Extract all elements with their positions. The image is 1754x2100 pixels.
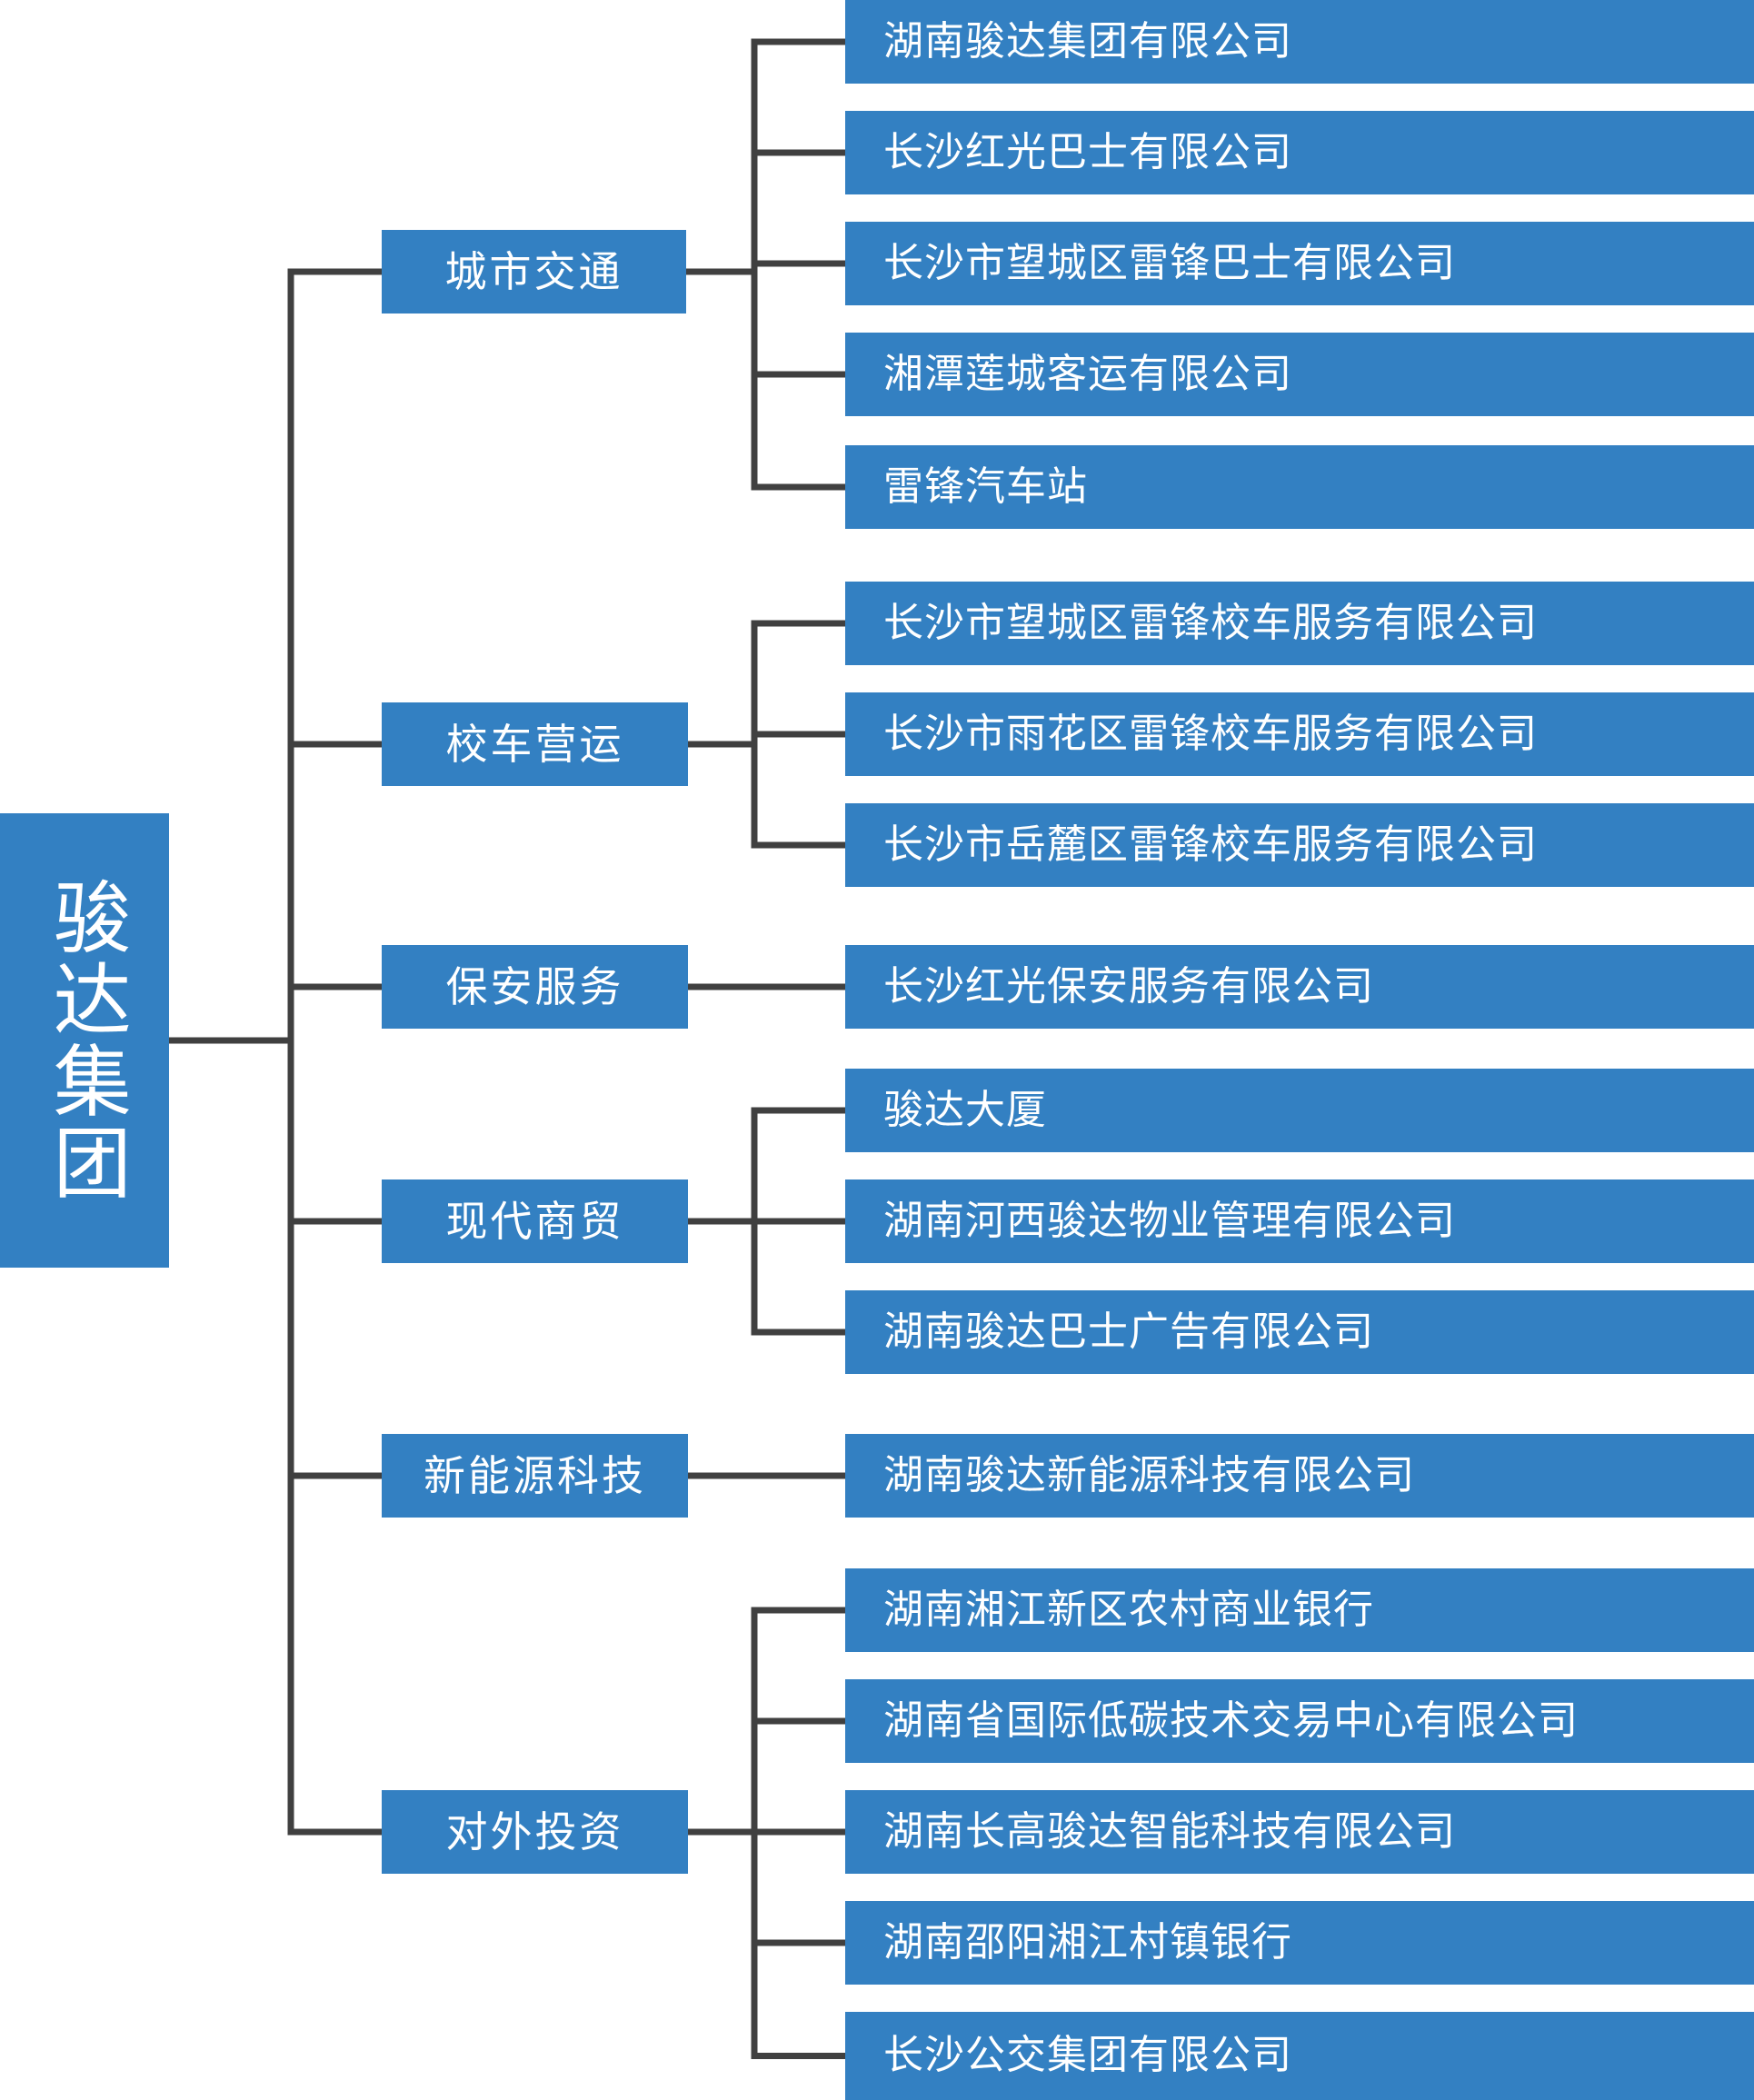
company-node-6-2[interactable]: 湖南省国际低碳技术交易中心有限公司 <box>845 1679 1754 1763</box>
company-node-1-3[interactable]: 长沙市望城区雷锋巴士有限公司 <box>845 222 1754 305</box>
company-node-5-1[interactable]: 湖南骏达新能源科技有限公司 <box>845 1434 1754 1518</box>
company-node-1-4[interactable]: 湘潭莲城客运有限公司 <box>845 333 1754 416</box>
company-node-4-1[interactable]: 骏达大厦 <box>845 1069 1754 1152</box>
company-node-6-1[interactable]: 湖南湘江新区农村商业银行 <box>845 1568 1754 1652</box>
company-node-1-2[interactable]: 长沙红光巴士有限公司 <box>845 111 1754 194</box>
company-node-1-1[interactable]: 湖南骏达集团有限公司 <box>845 0 1754 84</box>
root-node-jundagroup[interactable]: 骏达集团 <box>0 813 169 1268</box>
category-node-5[interactable]: 新能源科技 <box>382 1434 688 1518</box>
company-node-2-1[interactable]: 长沙市望城区雷锋校车服务有限公司 <box>845 582 1754 665</box>
category-node-6[interactable]: 对外投资 <box>382 1790 688 1874</box>
category-node-2[interactable]: 校车营运 <box>382 702 688 786</box>
category-node-1[interactable]: 城市交通 <box>382 230 686 314</box>
company-node-2-3[interactable]: 长沙市岳麓区雷锋校车服务有限公司 <box>845 803 1754 887</box>
company-node-6-3[interactable]: 湖南长高骏达智能科技有限公司 <box>845 1790 1754 1874</box>
company-node-1-5[interactable]: 雷锋汽车站 <box>845 445 1754 529</box>
company-node-4-2[interactable]: 湖南河西骏达物业管理有限公司 <box>845 1179 1754 1263</box>
company-node-6-4[interactable]: 湖南邵阳湘江村镇银行 <box>845 1901 1754 1985</box>
category-node-4[interactable]: 现代商贸 <box>382 1179 688 1263</box>
company-node-3-1[interactable]: 长沙红光保安服务有限公司 <box>845 945 1754 1029</box>
company-node-2-2[interactable]: 长沙市雨花区雷锋校车服务有限公司 <box>845 692 1754 776</box>
company-node-6-5[interactable]: 长沙公交集团有限公司 <box>845 2012 1754 2100</box>
company-node-4-3[interactable]: 湖南骏达巴士广告有限公司 <box>845 1290 1754 1374</box>
category-node-3[interactable]: 保安服务 <box>382 945 688 1029</box>
